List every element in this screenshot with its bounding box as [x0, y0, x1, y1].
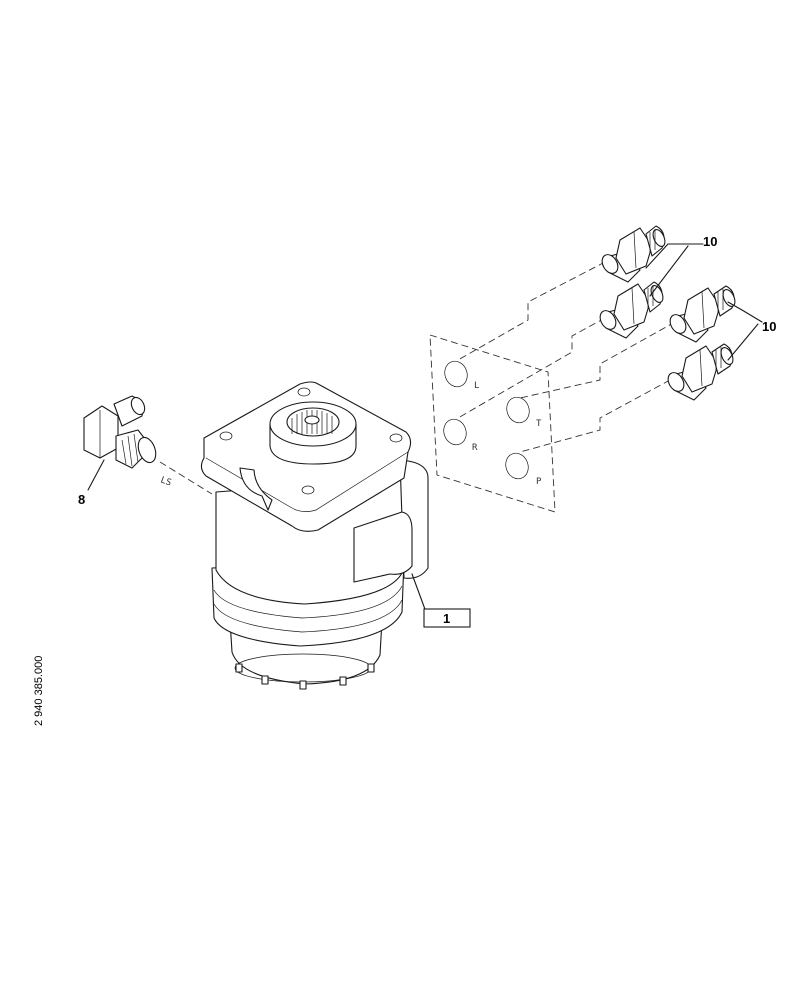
callout-10-top: 10 [703, 234, 717, 249]
port-right: R [443, 418, 478, 453]
port-label-right: R [472, 443, 478, 453]
bolt-heads [235, 663, 375, 690]
port-label-pressure: P [536, 477, 542, 487]
port-label-tank: T [536, 419, 542, 429]
port-fitting-b [599, 281, 664, 339]
drawing-number: 2 940 385.000 [33, 656, 45, 726]
callout-leaders [87, 243, 763, 613]
callout-1-box: 1 [423, 608, 471, 628]
steering-pump [200, 381, 429, 690]
flange-bolt-holes [219, 387, 403, 495]
port-pressure: P [505, 452, 542, 487]
callout-8: 8 [78, 492, 85, 507]
port-label-left: L [474, 381, 479, 391]
port-label-ls: LS [159, 475, 173, 488]
port-fitting-d [667, 343, 734, 401]
port-fitting-a [601, 225, 666, 283]
port-tank: T [506, 396, 542, 429]
assembly-leaders [159, 261, 676, 495]
callout-1: 1 [443, 611, 450, 626]
port-left: L [444, 360, 479, 391]
port-plate: L T R P [429, 334, 556, 513]
callout-10-right: 10 [762, 319, 776, 334]
port-fitting-c [669, 285, 736, 343]
callout-labels: 10 10 8 1 [78, 234, 776, 628]
ls-fitting [83, 395, 157, 469]
